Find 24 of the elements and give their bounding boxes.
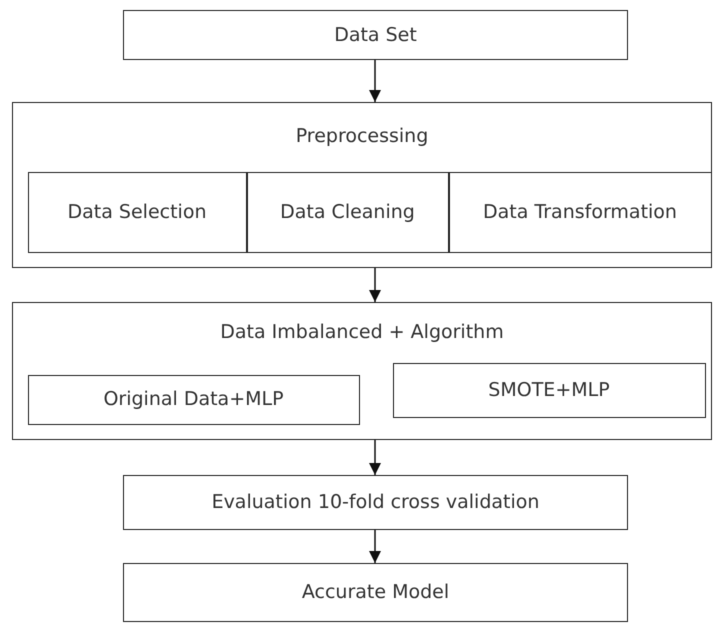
step-box bbox=[448, 172, 712, 252]
box-label: Accurate Model bbox=[300, 581, 450, 603]
box-label: Data Imbalanced + Algorithm bbox=[219, 321, 505, 343]
box-label: Evaluation 10-fold cross validation bbox=[210, 491, 540, 513]
process-box bbox=[123, 475, 628, 530]
process-box bbox=[12, 302, 712, 440]
step-box bbox=[28, 374, 360, 424]
box-label: Original Data+MLP bbox=[102, 388, 285, 410]
process-box bbox=[123, 10, 628, 60]
box-label: SMOTE+MLP bbox=[487, 378, 611, 400]
arrow bbox=[369, 530, 381, 563]
arrow bbox=[369, 268, 381, 302]
arrow bbox=[369, 440, 381, 475]
step-box bbox=[392, 362, 706, 418]
box-label: Data Transformation bbox=[482, 200, 678, 222]
process-box bbox=[123, 563, 628, 622]
step-box bbox=[28, 172, 246, 252]
step-box bbox=[246, 172, 448, 252]
arrow bbox=[369, 60, 381, 102]
box-label: Preprocessing bbox=[294, 125, 430, 147]
box-label: Data Set bbox=[333, 24, 418, 46]
box-label: Data Cleaning bbox=[279, 200, 416, 222]
process-box bbox=[12, 102, 712, 268]
box-label: Data Selection bbox=[66, 200, 208, 222]
